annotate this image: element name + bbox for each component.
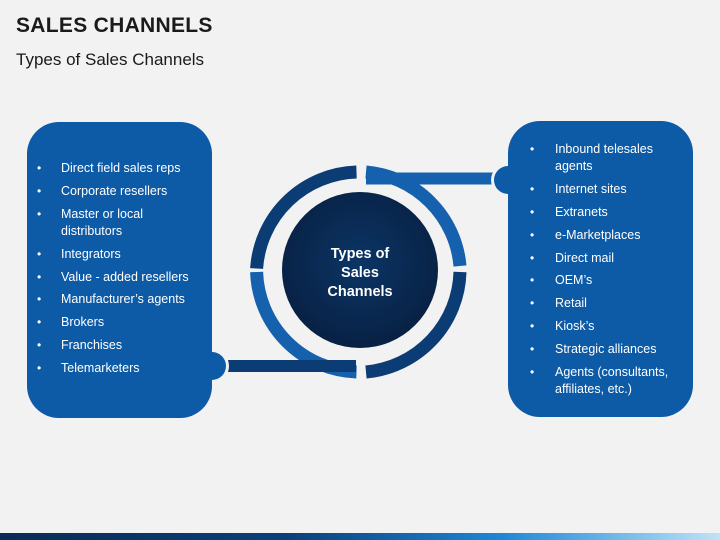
list-item: e-Marketplaces (530, 227, 683, 244)
list-item: Strategic alliances (530, 341, 683, 358)
list-item: Corporate resellers (37, 183, 202, 200)
page-subtitle: Types of Sales Channels (16, 50, 205, 69)
ring-segment-bottom-right (365, 271, 467, 379)
center-label-line-3: Channels (327, 284, 393, 300)
list-item: OEM’s (530, 272, 683, 289)
ring-segment-top-left (250, 165, 357, 270)
page-title: SALES CHANNELS (16, 14, 213, 37)
center-circle (282, 192, 438, 348)
list-item: Brokers (37, 314, 202, 331)
list-item: Direct mail (530, 250, 683, 267)
right-channels-panel: Inbound telesales agents Internet sites … (508, 121, 693, 417)
list-item: Internet sites (530, 181, 683, 198)
left-channels-list: Direct field sales reps Corporate resell… (37, 160, 202, 377)
list-item: Inbound telesales agents (530, 141, 665, 175)
list-item: Extranets (530, 204, 683, 221)
left-connector (195, 349, 356, 383)
list-item: Franchises (37, 337, 202, 354)
center-label: Types of Sales Channels (300, 245, 420, 302)
center-label-line-1: Types of (330, 246, 390, 262)
list-item: Integrators (37, 246, 202, 263)
list-item: Kiosk’s (530, 318, 683, 335)
list-item: Agents (consultants, affiliates, etc.) (530, 364, 685, 398)
list-item: Master or local distributors (37, 206, 161, 240)
list-item: Value - added resellers (37, 269, 202, 286)
list-item: Retail (530, 295, 683, 312)
left-channels-panel: Direct field sales reps Corporate resell… (27, 122, 212, 418)
list-item: Manufacturer’s agents (37, 291, 202, 308)
bottom-accent-bar (0, 533, 720, 540)
right-channels-list: Inbound telesales agents Internet sites … (530, 141, 683, 398)
list-item: Direct field sales reps (37, 160, 202, 177)
list-item: Telemarketers (37, 360, 202, 377)
center-label-line-2: Sales (341, 265, 379, 281)
